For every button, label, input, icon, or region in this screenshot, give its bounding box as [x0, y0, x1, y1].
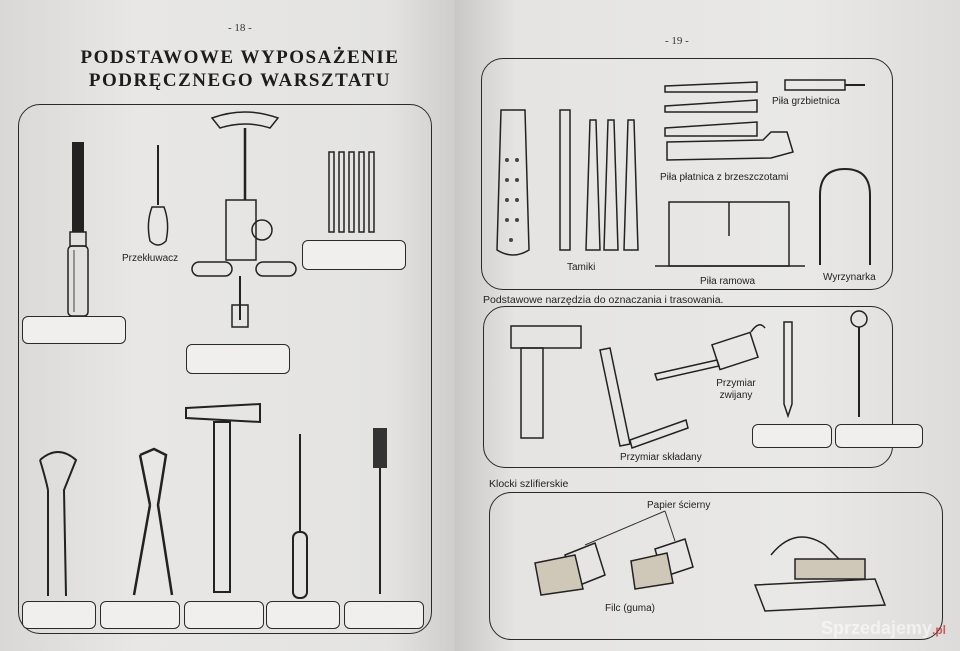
pencil-illustration — [783, 321, 793, 419]
page-number-right: - 19 - — [665, 35, 689, 47]
folding-rule-illustration — [599, 347, 689, 449]
chisel-label-box — [22, 316, 126, 344]
screwdriver-illustration — [292, 434, 308, 599]
sanding-heading: Klocki szlifierskie — [489, 478, 569, 490]
drill-bits-illustration — [328, 151, 375, 233]
awl-label: Przekłuwacz — [122, 253, 179, 264]
brace-drill-illustration — [191, 111, 297, 328]
marking-frame — [483, 306, 893, 468]
tools-frame — [18, 104, 432, 634]
scriber-label-box — [835, 424, 923, 448]
left-page: - 18 - PODSTAWOWE WYPOSAŻENIE PODRĘCZNEG… — [0, 0, 455, 651]
title-line-2: PODRĘCZNEGO WARSZTATU — [88, 70, 392, 91]
brush-illustration — [373, 428, 387, 594]
fret-saw-illustration — [819, 167, 871, 265]
frame-saw-illustration — [655, 201, 805, 267]
awl-illustration — [147, 145, 169, 246]
bow-saw-label: Piła płatnica z brzeszczotami — [660, 172, 789, 183]
felt-label: Filc (guma) — [605, 603, 656, 614]
files-label: Tamiki — [567, 262, 596, 273]
watermark: Sprzedajemy.pl — [821, 618, 946, 639]
pliers-illustration — [132, 447, 174, 596]
pencil-label-box — [752, 424, 832, 448]
hammer-label-box — [184, 601, 264, 629]
saws-files-frame — [481, 58, 893, 290]
page-title: PODSTAWOWE WYPOSAŻENIE PODRĘCZNEGO WARSZ… — [60, 46, 420, 92]
title-line-1: PODSTAWOWE WYPOSAŻENIE — [80, 47, 400, 68]
tape-measure-label: Przymiar zwijany — [716, 378, 756, 401]
right-page: - 19 - Tamiki Piła grzbietnica Piła płat… — [455, 0, 960, 651]
sandpaper-label: Papier ścierny — [647, 500, 711, 511]
back-saw-label: Piła grzbietnica — [772, 96, 840, 107]
hammer-illustration — [185, 402, 261, 593]
rasp-illustration — [496, 109, 530, 256]
watermark-text: Sprzedajemy — [820, 618, 932, 638]
hand-saws-illustration — [664, 81, 758, 137]
pliers-label-box — [100, 601, 180, 629]
page-number-left: - 18 - — [228, 22, 252, 34]
pincers-label-box — [22, 601, 96, 629]
panel-saw-illustration — [666, 131, 794, 161]
sanding-blocks-illustration — [534, 510, 887, 612]
frame-saw-label: Piła ramowa — [700, 276, 756, 287]
pincers-illustration — [39, 451, 78, 597]
drill-bits-label-box — [302, 240, 406, 270]
marking-heading: Podstawowe narzędzia do oznaczania i tra… — [483, 294, 724, 306]
chisel-illustration — [67, 142, 89, 317]
brush-label-box — [344, 601, 424, 629]
back-saw-illustration — [784, 79, 865, 91]
tape-measure-illustration — [654, 324, 766, 381]
fret-saw-label: Wyrzynarka — [823, 272, 876, 283]
brace-drill-label-box — [186, 344, 290, 374]
screwdriver-label-box — [266, 601, 340, 629]
watermark-suffix: .pl — [932, 623, 946, 637]
scriber-illustration — [850, 310, 868, 417]
files-illustration — [559, 109, 639, 251]
sanding-frame — [489, 492, 943, 640]
try-square-illustration — [510, 325, 582, 439]
folding-rule-label: Przymiar składany — [620, 452, 702, 463]
